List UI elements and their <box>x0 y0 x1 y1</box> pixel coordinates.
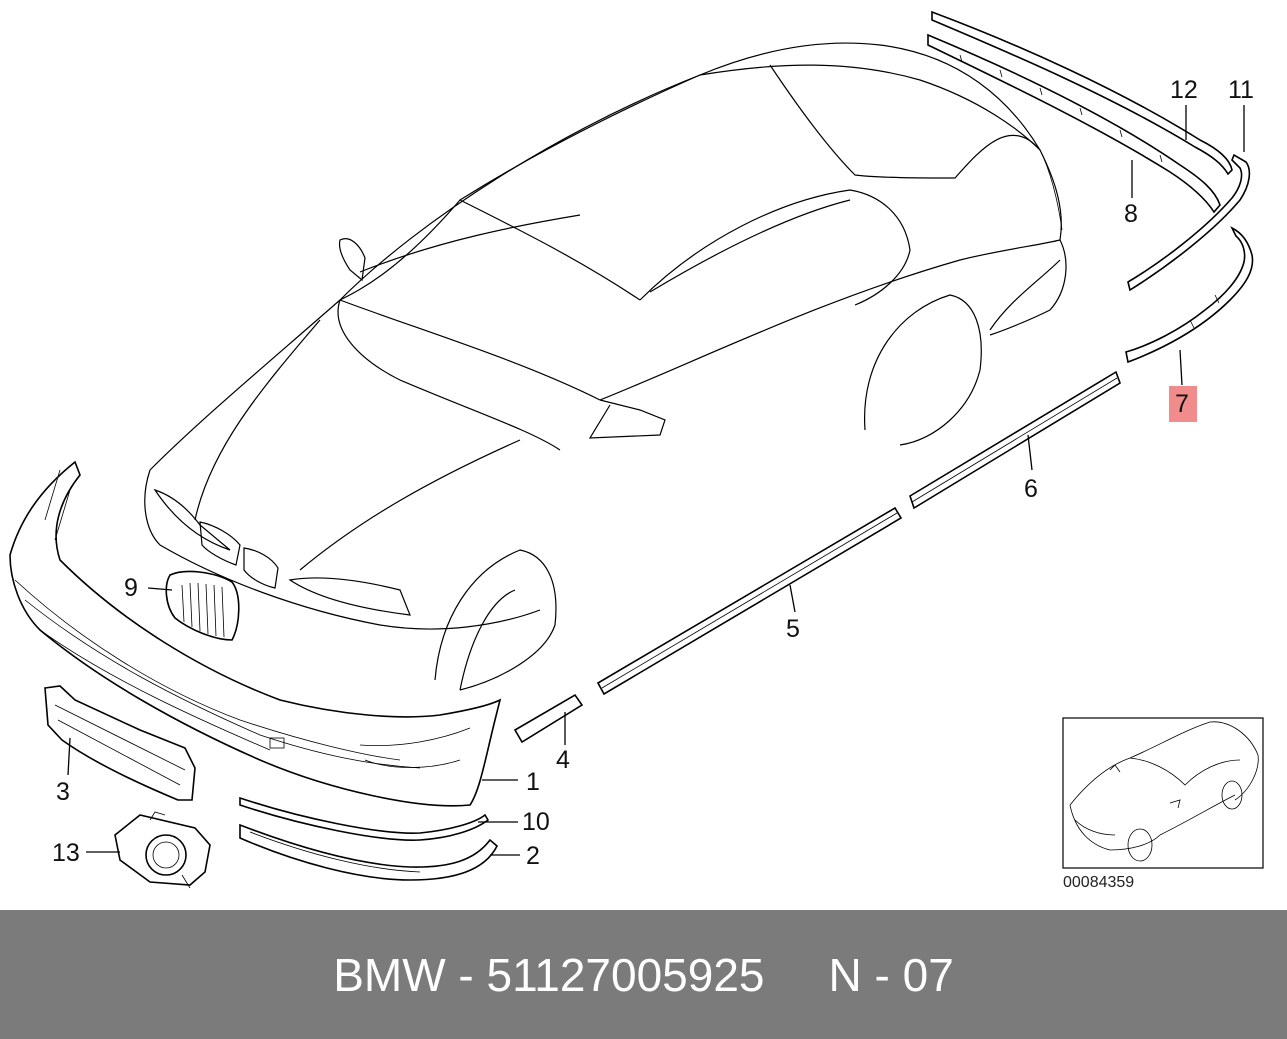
callouts: 1 2 3 4 5 6 7 8 9 10 11 12 13 <box>52 76 1254 870</box>
callout-12: 12 <box>1170 76 1198 104</box>
part-9-kidney-grille <box>165 570 240 641</box>
callout-3: 3 <box>56 778 70 806</box>
leader-lines <box>67 105 1245 856</box>
part-11-strip <box>1127 153 1251 292</box>
footer-bar: BMW - 51127005925 N - 07 <box>0 910 1287 1039</box>
callout-4: 4 <box>556 746 570 774</box>
part-1-front-bumper <box>9 460 502 807</box>
callout-5: 5 <box>786 615 800 643</box>
callout-2: 2 <box>526 842 540 870</box>
footer-part-number: 51127005925 <box>486 948 765 1001</box>
part-3-plate-holder <box>44 685 196 801</box>
callout-1: 1 <box>526 768 540 796</box>
inset-thumbnail <box>1062 717 1264 869</box>
part-12-strip <box>931 10 1233 176</box>
footer-separator: - <box>445 948 487 1001</box>
part-5-side-moulding <box>596 506 903 696</box>
callout-6: 6 <box>1024 475 1038 503</box>
part-13-fog-lamp <box>114 811 211 889</box>
callout-7: 7 <box>1175 390 1189 418</box>
part-4-moulding <box>513 693 584 744</box>
callout-10: 10 <box>522 808 550 836</box>
part-7-rear-trim <box>1125 226 1254 364</box>
part-2-spoiler <box>239 823 498 881</box>
parts-diagram: 1 2 3 4 5 6 7 8 9 10 11 12 13 00084359 <box>9 10 1264 891</box>
callout-7-highlight <box>1169 386 1197 422</box>
car-body-outline <box>144 42 1067 691</box>
callout-8: 8 <box>1124 200 1138 228</box>
callout-13: 13 <box>52 839 80 867</box>
reference-code: 00084359 <box>1063 874 1134 891</box>
callout-11: 11 <box>1228 76 1254 104</box>
footer-brand: BMW <box>333 948 446 1001</box>
part-8-rear-moulding <box>927 33 1221 214</box>
part-10-trim-strip <box>239 796 490 841</box>
callout-9: 9 <box>124 574 138 602</box>
footer-position: N - 07 <box>828 948 954 1001</box>
part-6-side-moulding <box>909 370 1121 510</box>
